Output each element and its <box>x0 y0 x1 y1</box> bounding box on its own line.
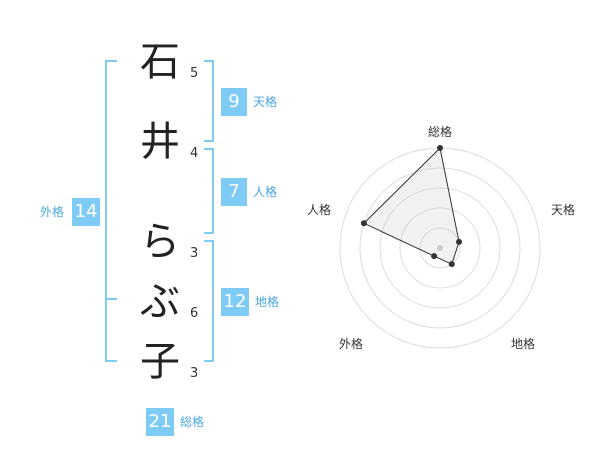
ten-kaku-value: 9 <box>221 88 247 116</box>
name-char-2: 井 <box>140 119 180 165</box>
stroke-count-3: 3 <box>190 246 199 261</box>
name-char-5: 子 <box>140 339 180 385</box>
stroke-count-4: 6 <box>190 306 199 321</box>
jin-kaku-value: 7 <box>221 178 247 206</box>
name-char-1: 石 <box>140 39 180 85</box>
gai-kaku-label: 外格 <box>40 205 65 219</box>
chi-kaku-label: 地格 <box>255 295 280 309</box>
axis-label-jin: 人格 <box>307 203 332 217</box>
jin-bracket <box>204 148 214 234</box>
radar-point-5 <box>360 220 367 227</box>
jin-kaku-label: 人格 <box>253 185 278 199</box>
radar-ring <box>399 207 481 289</box>
stroke-count-1: 5 <box>190 66 199 81</box>
chi-bracket <box>204 240 214 362</box>
name-char-3: ら <box>140 219 180 265</box>
axis-label-sou: 総格 <box>428 125 453 139</box>
chi-kaku-value: 12 <box>221 288 249 316</box>
stroke-count-5: 3 <box>190 366 199 381</box>
radar-series <box>363 146 460 265</box>
gai-bracket-mid <box>105 298 117 300</box>
radar-point-4 <box>431 253 438 260</box>
sou-kaku-label: 総格 <box>180 415 205 429</box>
radar-ring <box>379 187 501 309</box>
axis-label-ten: 天格 <box>551 203 576 217</box>
radar-ring <box>419 227 461 269</box>
gai-bracket <box>105 60 117 362</box>
sou-kaku-value: 21 <box>146 408 174 436</box>
radar-point-3 <box>448 261 455 268</box>
axis-label-chi: 地格 <box>511 337 536 351</box>
gai-kaku-value: 14 <box>72 198 100 226</box>
name-char-4: ぶ <box>140 279 180 325</box>
ten-kaku-label: 天格 <box>253 95 278 109</box>
radar-point-1 <box>437 145 443 151</box>
ten-bracket <box>204 60 214 142</box>
axis-label-gai: 外格 <box>339 337 364 351</box>
radar-center <box>437 245 443 251</box>
radar-point-2 <box>456 238 463 245</box>
radar-ring <box>359 167 521 329</box>
stroke-count-2: 4 <box>190 146 199 161</box>
